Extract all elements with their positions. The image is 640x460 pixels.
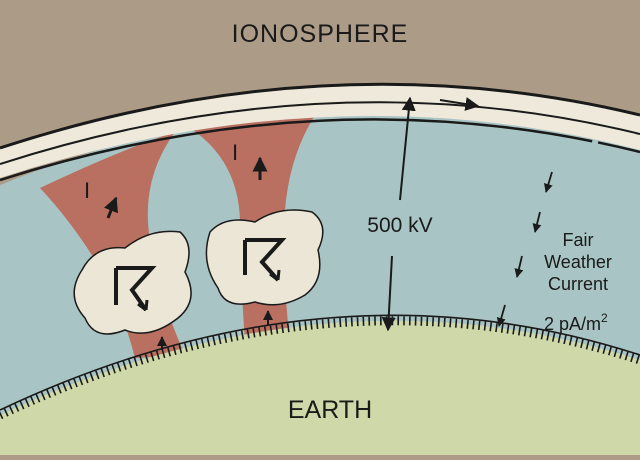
arrow-down-icon xyxy=(544,171,553,193)
storm-cloud-right xyxy=(205,209,324,306)
arrow-down-icon xyxy=(496,304,506,327)
potential-arrow-bottom xyxy=(381,255,396,332)
cloud-lightning-icon xyxy=(114,266,157,312)
potential-arrow-top xyxy=(399,96,416,201)
current-density-value: 2 pA/m xyxy=(544,314,601,334)
arrow-up-icon xyxy=(104,196,118,219)
fair-weather-line3: Current xyxy=(548,274,608,294)
storm-cloud-left xyxy=(73,230,192,335)
ionosphere-line-outer xyxy=(0,82,640,150)
earth-region xyxy=(0,320,640,455)
cloud-lightning-icon xyxy=(243,238,287,282)
fair-weather-line2: Weather xyxy=(544,252,612,272)
current-density-label: 2 pA/m2 xyxy=(544,311,608,334)
ionosphere-line-inner xyxy=(0,101,640,165)
arrow-down-icon xyxy=(514,255,524,278)
current-symbol-right: I xyxy=(232,140,238,165)
arrow-down-icon xyxy=(532,211,542,233)
earth-surface-line xyxy=(0,314,640,411)
ionosphere-label: IONOSPHERE xyxy=(232,20,409,48)
ionosphere-current-arrow xyxy=(439,97,480,111)
voltage-label: 500 kV xyxy=(367,214,432,237)
earth-label: EARTH xyxy=(288,396,372,424)
ionosphere-line-lower xyxy=(0,118,640,182)
current-symbol-left: I xyxy=(84,178,90,203)
fair-weather-line1: Fair xyxy=(563,230,594,250)
current-density-exponent: 2 xyxy=(601,311,608,325)
